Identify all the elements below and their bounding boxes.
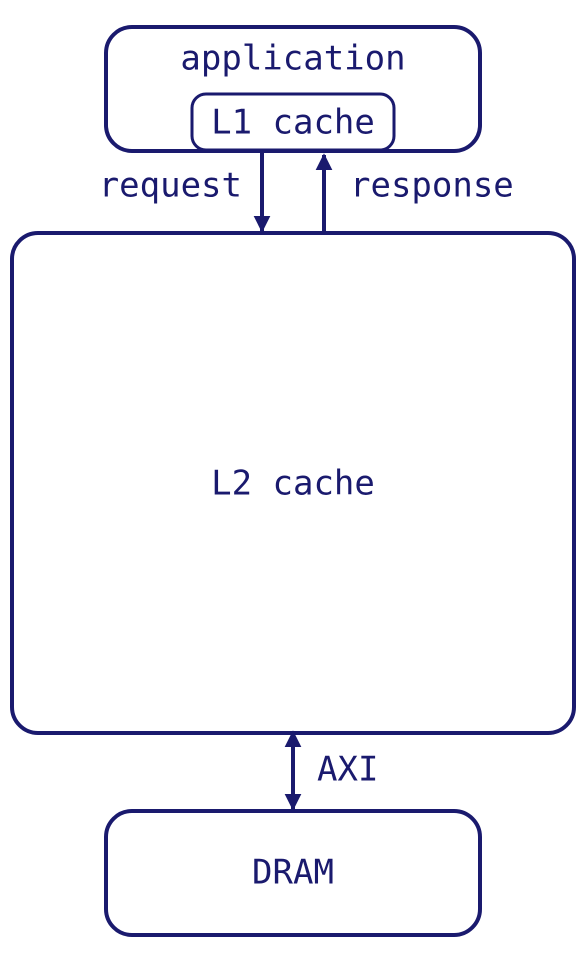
dram-box bbox=[104, 809, 482, 937]
dram-node: DRAM bbox=[104, 809, 482, 937]
axi-label: AXI bbox=[317, 750, 378, 790]
application-label: application bbox=[180, 39, 405, 79]
l2-cache-node: L2 cache bbox=[10, 231, 576, 735]
l1-cache-box bbox=[190, 92, 396, 152]
l2-cache-label: L2 cache bbox=[211, 464, 375, 504]
l1-cache-label: L1 cache bbox=[211, 103, 375, 143]
axi-edge: AXI bbox=[284, 730, 378, 811]
dram-label: DRAM bbox=[252, 853, 334, 893]
response-edge: response bbox=[315, 153, 514, 231]
request-label: request bbox=[99, 166, 242, 206]
l1-cache-node: L1 cache bbox=[190, 92, 396, 152]
request-edge: request bbox=[99, 153, 271, 233]
response-label: response bbox=[350, 166, 514, 206]
